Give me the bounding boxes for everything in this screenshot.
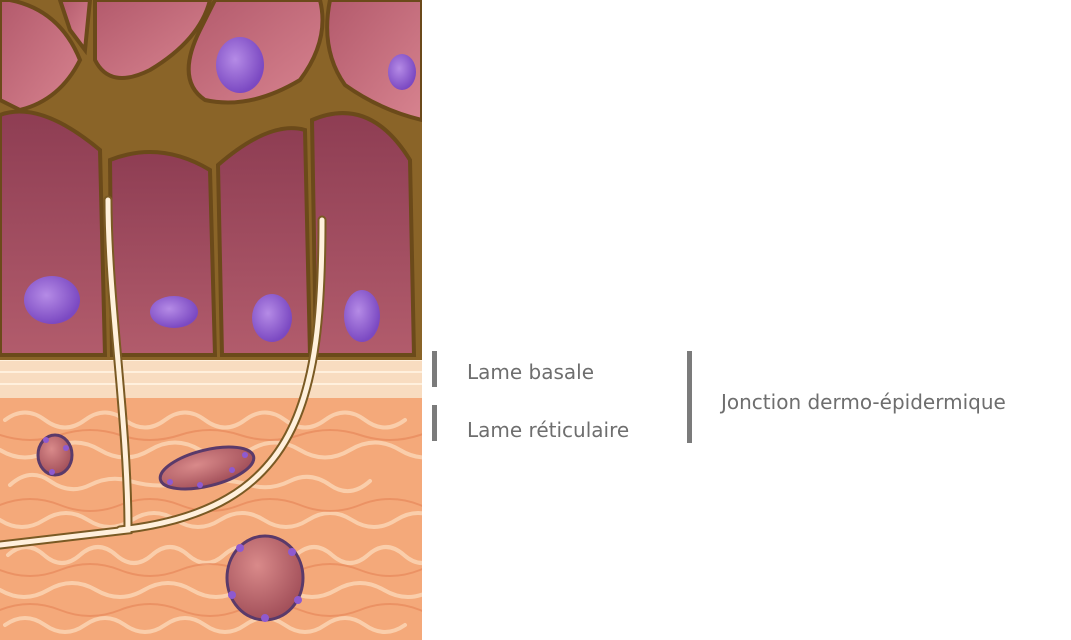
bracket-basal-lamina (432, 351, 437, 387)
bracket-junction (687, 351, 692, 443)
label-reticular-lamina: Lame réticulaire (467, 418, 629, 442)
label-basal-lamina: Lame basale (467, 360, 594, 384)
bracket-reticular-lamina (432, 405, 437, 441)
label-dermo-epidermal-junction: Jonction dermo-épidermique (721, 390, 1006, 414)
skin-histology-illustration (0, 0, 422, 640)
